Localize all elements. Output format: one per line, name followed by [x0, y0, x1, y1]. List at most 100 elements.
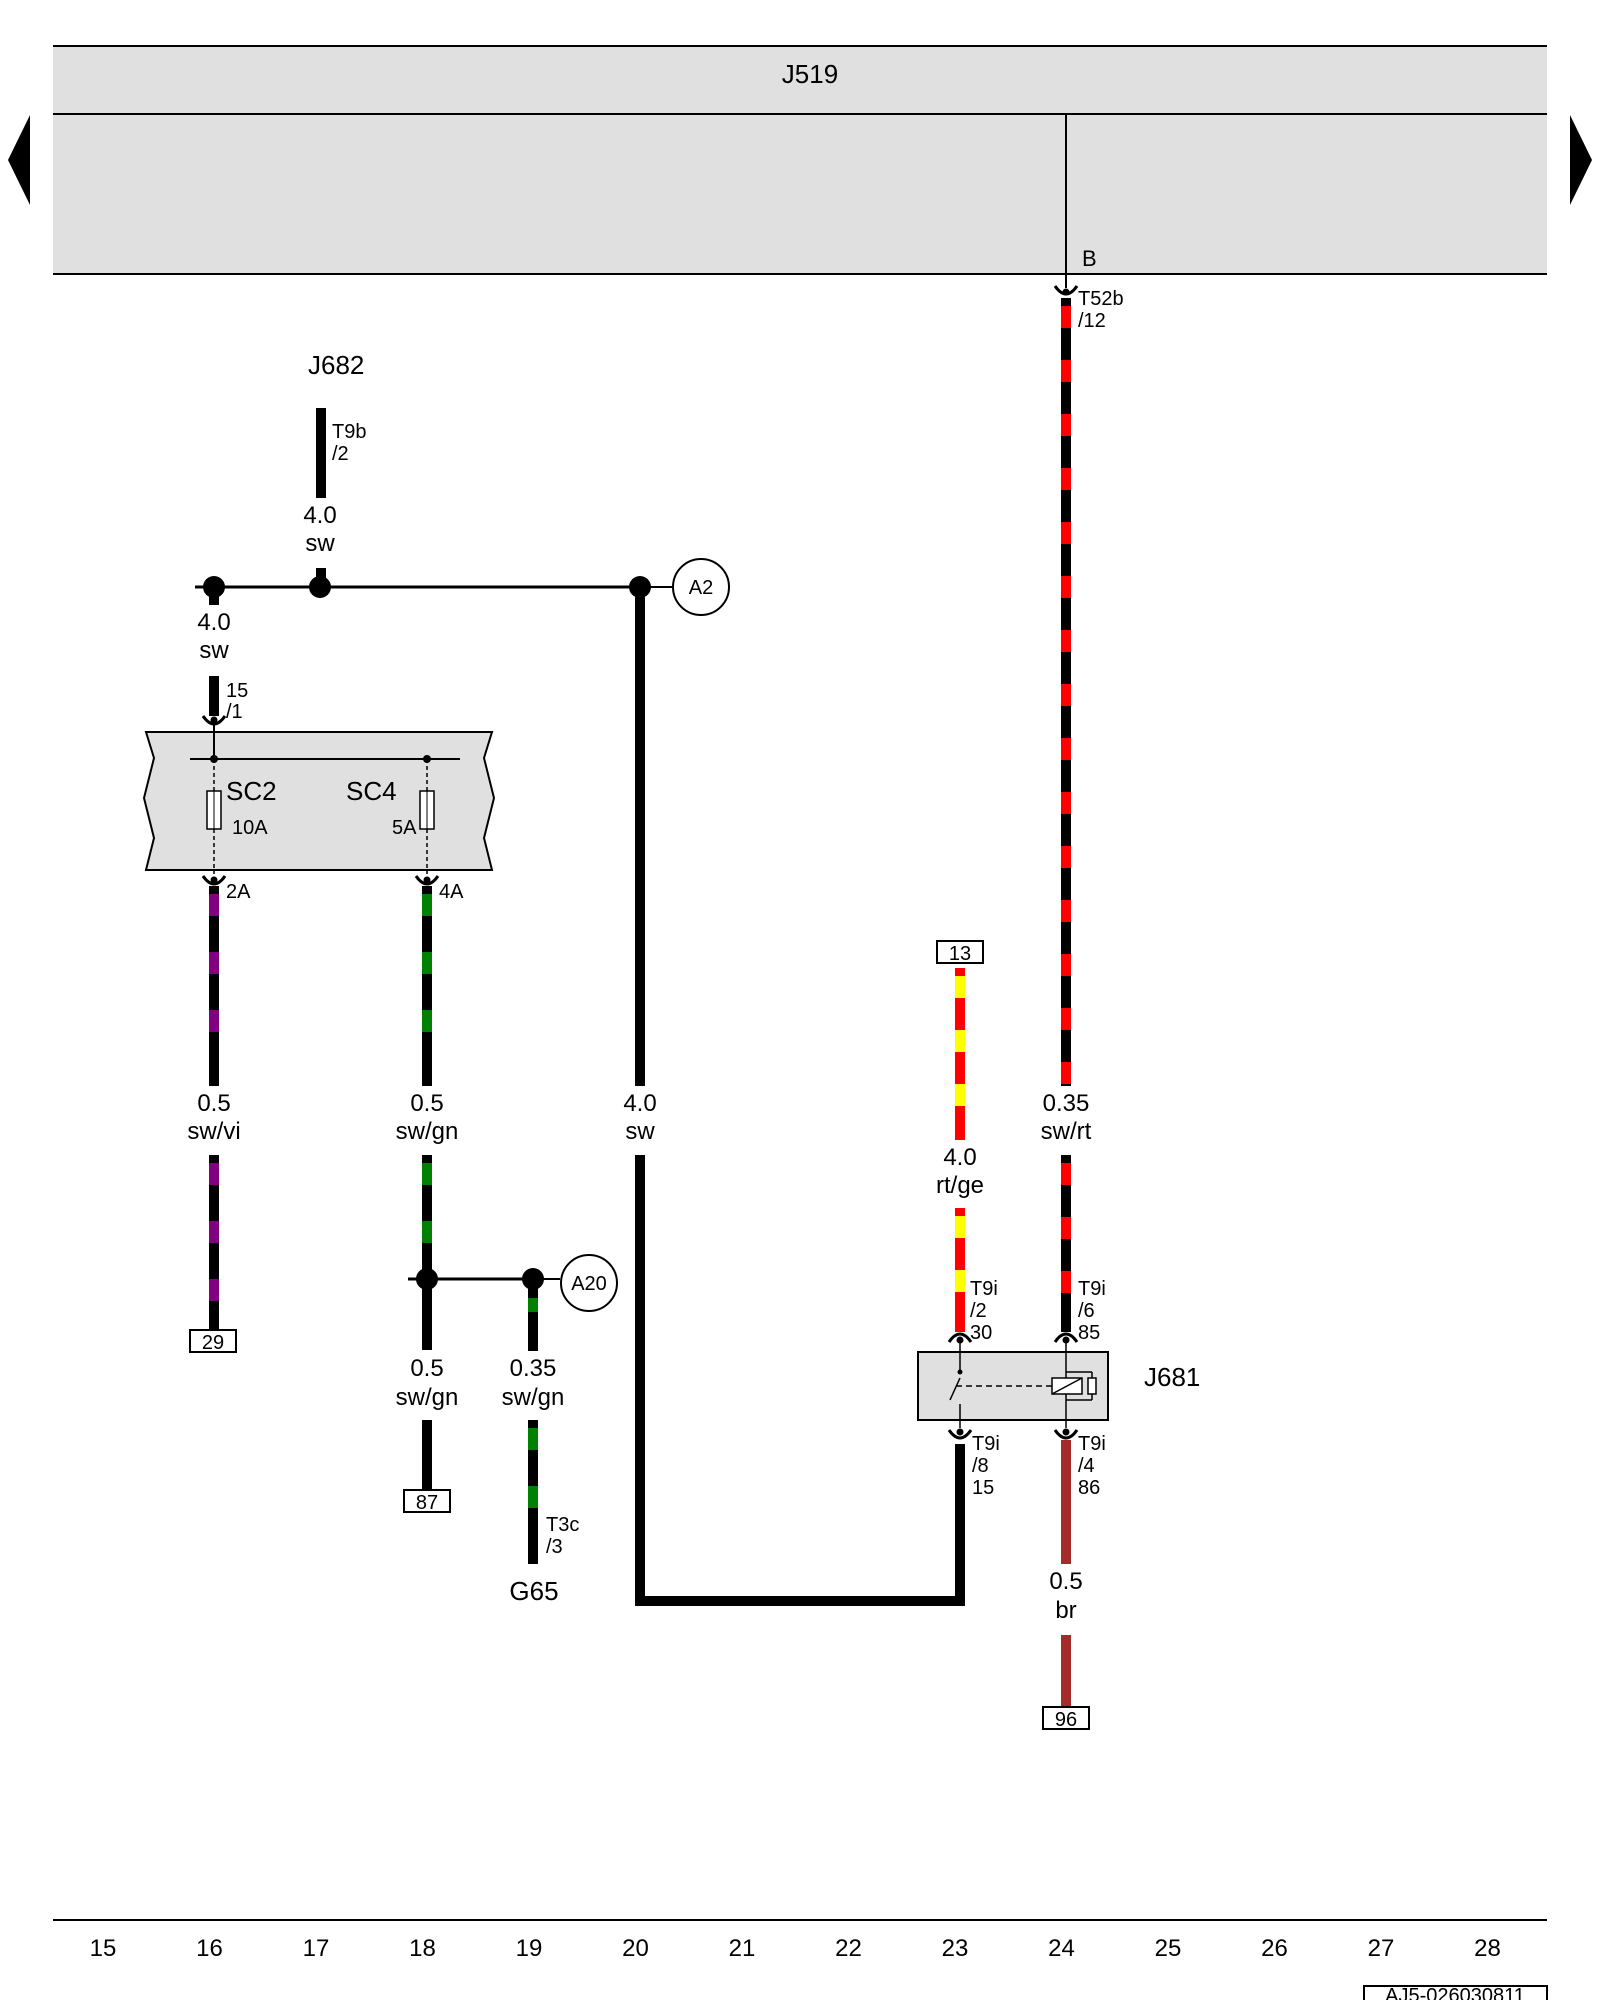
t9i-6-term: 85 [1078, 1322, 1100, 1344]
footer-code-box [1363, 1985, 1548, 2000]
grid-number: 23 [942, 1935, 969, 1962]
t9i-6-connector-icon [1053, 1332, 1079, 1343]
wire-stripe [422, 1221, 432, 1243]
t9i-4-label: T9i [1078, 1433, 1106, 1455]
sc4-out-label: 4A [439, 881, 464, 903]
fuse-box [142, 731, 496, 871]
wire-br-upper [1061, 1440, 1071, 1564]
j519-panel [53, 46, 1547, 274]
ref-87-label: 87 [416, 1492, 438, 1514]
ref-13-label: 13 [949, 943, 971, 965]
ref-29-label: 29 [202, 1332, 224, 1354]
wire-left-stub [209, 587, 219, 605]
grid-number: 21 [729, 1935, 756, 1962]
sc2-out-label: 2A [226, 881, 251, 903]
relay-coil-diag [1051, 1377, 1083, 1395]
t9i-6-pin-dot [1062, 1336, 1070, 1344]
sc2-out-pin-dot [210, 876, 218, 884]
relay-switch-contact-icon [949, 1377, 961, 1401]
ref-13-box [936, 940, 984, 964]
t52b-pin-label: /12 [1078, 310, 1106, 332]
wire-stripe [955, 1084, 965, 1106]
wire-sw-vi-upper [209, 886, 219, 1086]
wire-stripe [1061, 306, 1071, 328]
wire-stripe [1061, 1062, 1071, 1084]
t9b-pin-label: /2 [332, 443, 349, 465]
relay-switch-node [957, 1369, 963, 1375]
wire-sw-rt-lower [1061, 1155, 1071, 1332]
prev-page-arrow[interactable] [8, 115, 30, 205]
t9i-2-connector-icon [947, 1332, 973, 1343]
wire-sw-vi-stripes [209, 894, 219, 1301]
wire-size-j682: 4.0 [303, 502, 336, 529]
wire-color-sw-main: sw [625, 1118, 655, 1145]
g65-label: G65 [509, 1576, 558, 1606]
wire-sw-rt-upper-stripes [1061, 306, 1071, 1084]
grid-number: 19 [516, 1935, 543, 1962]
wire-stripe [955, 1216, 965, 1238]
t9i-2-pin: /2 [970, 1300, 987, 1322]
t9i-2-term: 30 [970, 1322, 992, 1344]
wire-stripe [1061, 684, 1071, 706]
junction-j682 [309, 576, 331, 598]
grid-number: 20 [622, 1935, 649, 1962]
wire-stripe [1061, 792, 1071, 814]
wire-color-sw-vi: sw/vi [187, 1118, 240, 1145]
wire-size-sw-gn-g65: 0.35 [510, 1355, 557, 1382]
grid-number: 17 [303, 1935, 330, 1962]
t9i-2-pin-dot [956, 1336, 964, 1344]
j682-pin-stub [316, 408, 326, 498]
wire-color-rt-ge: rt/ge [936, 1172, 984, 1199]
wire-color-sw-gn-87: sw/gn [396, 1384, 459, 1411]
ref-87-box [403, 1489, 451, 1513]
wire-stripe [1061, 1271, 1071, 1293]
wire-rt-ge-stripes [955, 976, 965, 1292]
wire-stripe [1061, 468, 1071, 490]
sc4-label: SC4 [346, 776, 397, 806]
j681-label: J681 [1144, 1362, 1200, 1392]
t9i-8-term: 15 [972, 1477, 994, 1499]
wire-rt-ge-upper [955, 968, 965, 1140]
wire-stripe [422, 894, 432, 916]
wire-stripe [422, 952, 432, 974]
wire-stripe [209, 1010, 219, 1032]
wire-sw-gn-g65-upper [528, 1279, 538, 1351]
wire-size-sw-gn-87: 0.5 [410, 1355, 443, 1382]
wire-color-j682: sw [305, 530, 335, 557]
j519-pin-b: B [1082, 246, 1097, 271]
j519-label: J519 [782, 59, 838, 89]
wire-color-sw-rt: sw/rt [1041, 1118, 1092, 1145]
a2-ref-label: A2 [689, 577, 713, 599]
wire-stripe [422, 1163, 432, 1185]
sc2-rating: 10A [232, 817, 268, 839]
a20-ref-circle [560, 1254, 618, 1312]
t9i-4-term: 86 [1078, 1477, 1100, 1499]
junction-sw-gn [416, 1268, 438, 1290]
a20-ref-label: A20 [571, 1273, 607, 1295]
wire-sw-gn-mid [422, 1155, 432, 1350]
t3c-label: T3c [546, 1514, 579, 1536]
t9i-4-connector-icon [1053, 1429, 1079, 1440]
grid-number: 15 [90, 1935, 117, 1962]
sc4-rating: 5A [392, 817, 417, 839]
wire-color-sw-gn: sw/gn [396, 1118, 459, 1145]
t9i-8-connector-icon [947, 1429, 973, 1440]
wire-stripe [528, 1486, 538, 1508]
t9i-8-label: T9i [972, 1433, 1000, 1455]
wire-size-br: 0.5 [1049, 1568, 1082, 1595]
wire-stripe [209, 894, 219, 916]
j682-label: J682 [308, 350, 364, 380]
t9i-4-pin: /4 [1078, 1455, 1095, 1477]
wire-color-sw-gn-g65: sw/gn [502, 1384, 565, 1411]
wire-size-left: 4.0 [197, 609, 230, 636]
wire-sw-gn-87-lower [422, 1420, 432, 1490]
a2-ref-circle [672, 558, 730, 616]
next-page-arrow[interactable] [1570, 115, 1592, 205]
wire-size-rt-ge: 4.0 [943, 1144, 976, 1171]
ref-96-box [1042, 1706, 1090, 1730]
sc4-out-connector-icon [414, 875, 440, 886]
wire-stripe [1061, 576, 1071, 598]
wire-sw-gn-g65-stripes [528, 1298, 538, 1508]
